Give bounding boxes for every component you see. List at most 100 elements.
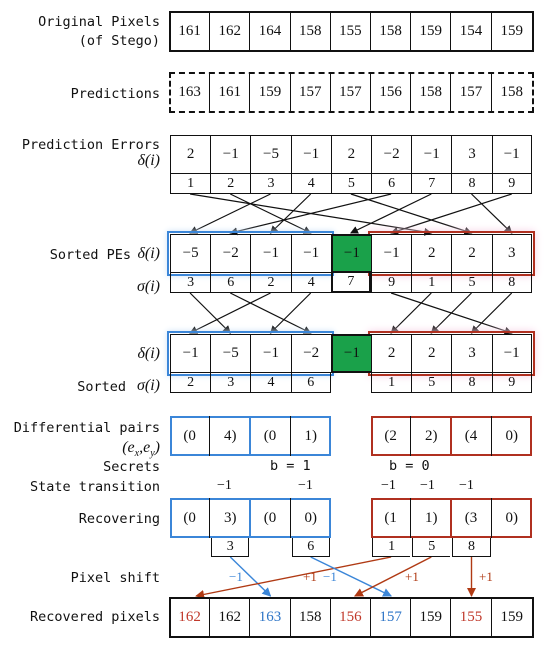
reordered-sigma-cell: 6	[290, 373, 331, 393]
original-pixel-cell: 159	[411, 12, 452, 51]
recovered-pixel-cell: 155	[451, 598, 492, 637]
prediction-cell: 157	[331, 73, 371, 112]
pairs-right-divider	[450, 416, 453, 456]
label-secrets: Secrets	[103, 459, 160, 475]
sorted-sigma-cell: 6	[210, 273, 251, 293]
shift-label-1: −1	[229, 569, 243, 584]
prediction-error-cell: −1	[210, 135, 251, 174]
recovered-row-frame	[169, 597, 534, 638]
pair-right-cell: 2)	[425, 427, 438, 444]
original-pixel-cell: 164	[250, 12, 291, 51]
original-pixel-cell: 155	[331, 12, 371, 51]
reordered-sigma-cell: 9	[491, 373, 532, 393]
label-delta-i-2: δ(i)	[137, 245, 160, 262]
arrow	[310, 556, 392, 597]
arrow	[269, 292, 312, 334]
arrow	[354, 556, 432, 597]
recover-right-cell: 0)	[505, 509, 518, 526]
sorted-pe-cell: −1	[371, 234, 412, 273]
recovered-pixel-cell: 158	[291, 598, 331, 637]
sorted-sigma-cell: 3	[170, 273, 211, 293]
state-left-2: −1	[298, 478, 313, 493]
error-index-cell: 4	[290, 174, 331, 194]
secret-right: b = 0	[389, 458, 430, 474]
original-pixel-cell: 159	[500, 23, 523, 39]
recovered-pixel-cell: 162	[210, 598, 251, 637]
reordered-delta-cell: −1	[491, 334, 532, 373]
secret-left: b = 1	[270, 458, 311, 474]
arrow	[189, 292, 271, 334]
arrow	[471, 193, 513, 234]
state-right-1: −1	[381, 478, 396, 493]
label-predictions: Predictions	[70, 86, 160, 102]
prediction-cell: 158	[500, 84, 523, 100]
shift-label-2: +1	[303, 569, 317, 584]
reordered-delta-cell: 2	[371, 334, 412, 373]
sorted-sigma-cell: 8	[491, 273, 532, 293]
prediction-error-cell: −5	[250, 135, 291, 174]
pair-left-cell: (0	[250, 416, 291, 456]
arrow	[189, 292, 232, 334]
label-sorted-pes: Sorted PEs	[49, 247, 131, 263]
error-index-cell: 3	[250, 174, 291, 194]
recover-index-cell: 1	[372, 538, 411, 557]
label-delta-i-1: δ(i)	[137, 152, 160, 169]
label-prediction-errors: Prediction Errors	[21, 137, 160, 153]
error-index-cell: 1	[170, 174, 211, 194]
arrow	[350, 193, 473, 235]
reordered-delta-cell: −1	[250, 334, 291, 373]
reordered-sigma-cell: 1	[371, 373, 412, 393]
pair-left-cell: 1)	[304, 427, 317, 444]
reordered-sigma-cell: 3	[210, 373, 251, 393]
reordered-delta-cell: 2	[411, 334, 452, 373]
prediction-error-cell: −2	[371, 135, 412, 174]
reordered-delta-cell: −1	[170, 334, 211, 373]
sorted-pe-cell: 2	[411, 234, 452, 273]
sorted-pe-cell: 2	[451, 234, 492, 273]
label-ex-ey: (ex,ey)	[122, 439, 160, 460]
original-pixel-cell: 158	[291, 12, 331, 51]
label-sigma-i-2: σ(i)	[137, 377, 160, 394]
label-state-transition: State transition	[29, 479, 160, 495]
reordered-sigma-cell: 2	[170, 373, 211, 393]
original-row-frame	[169, 11, 534, 52]
sorted-pe-cell: 3	[491, 234, 532, 273]
recover-right-cell: 1)	[425, 509, 438, 526]
prediction-cell: 157	[291, 73, 331, 112]
reordered-sigma-cell: 8	[451, 373, 492, 393]
prediction-cell: 158	[411, 73, 452, 112]
shift-label-5: +1	[479, 569, 493, 584]
recovered-pixel-cell: 162	[170, 598, 211, 637]
label-sigma-i-1: σ(i)	[137, 278, 160, 295]
sorted-sigma-cell: 5	[451, 273, 492, 293]
recovered-pixel-cell: 163	[250, 598, 291, 637]
recovered-pixel-cell: 159	[500, 609, 523, 625]
recover-left-cell: (0	[250, 498, 291, 538]
pair-right-cell: 0)	[505, 427, 518, 444]
label-delta-i-3: δ(i)	[137, 345, 160, 362]
recovered-pixel-cell: 159	[411, 598, 452, 637]
recover-left-cell: 3)	[224, 509, 237, 526]
prediction-error-cell: 2	[170, 135, 211, 174]
pairs-left-divider	[249, 416, 252, 456]
pair-right-cell: (4	[451, 416, 492, 456]
sorted-sigma-cell: 2	[250, 273, 291, 293]
sorted-pe-cell: −1	[250, 234, 291, 273]
prediction-error-cell: −1	[411, 135, 452, 174]
recover-index-cell: 3	[211, 538, 250, 557]
predictions-row-frame	[169, 72, 534, 113]
arrow	[229, 193, 392, 236]
sorted-pe-cell: −5	[170, 234, 211, 273]
pair-right-cell: (2	[371, 416, 412, 456]
label-pixel-shift: Pixel shift	[70, 570, 160, 586]
sorted-pe-cell: −1	[290, 234, 331, 273]
pair-left-cell: 4)	[224, 427, 237, 444]
arrow	[390, 292, 432, 334]
reordered-delta-cell: 3	[451, 334, 492, 373]
label-original-pixels: Original Pixels	[38, 14, 160, 30]
recover-left-cell: 0)	[304, 509, 317, 526]
sorted-pe-cell: −2	[210, 234, 251, 273]
prediction-error-cell: −1	[491, 135, 532, 174]
recover-left-cell: (0	[170, 498, 211, 538]
sorted-sigma-cell: 1	[411, 273, 452, 293]
